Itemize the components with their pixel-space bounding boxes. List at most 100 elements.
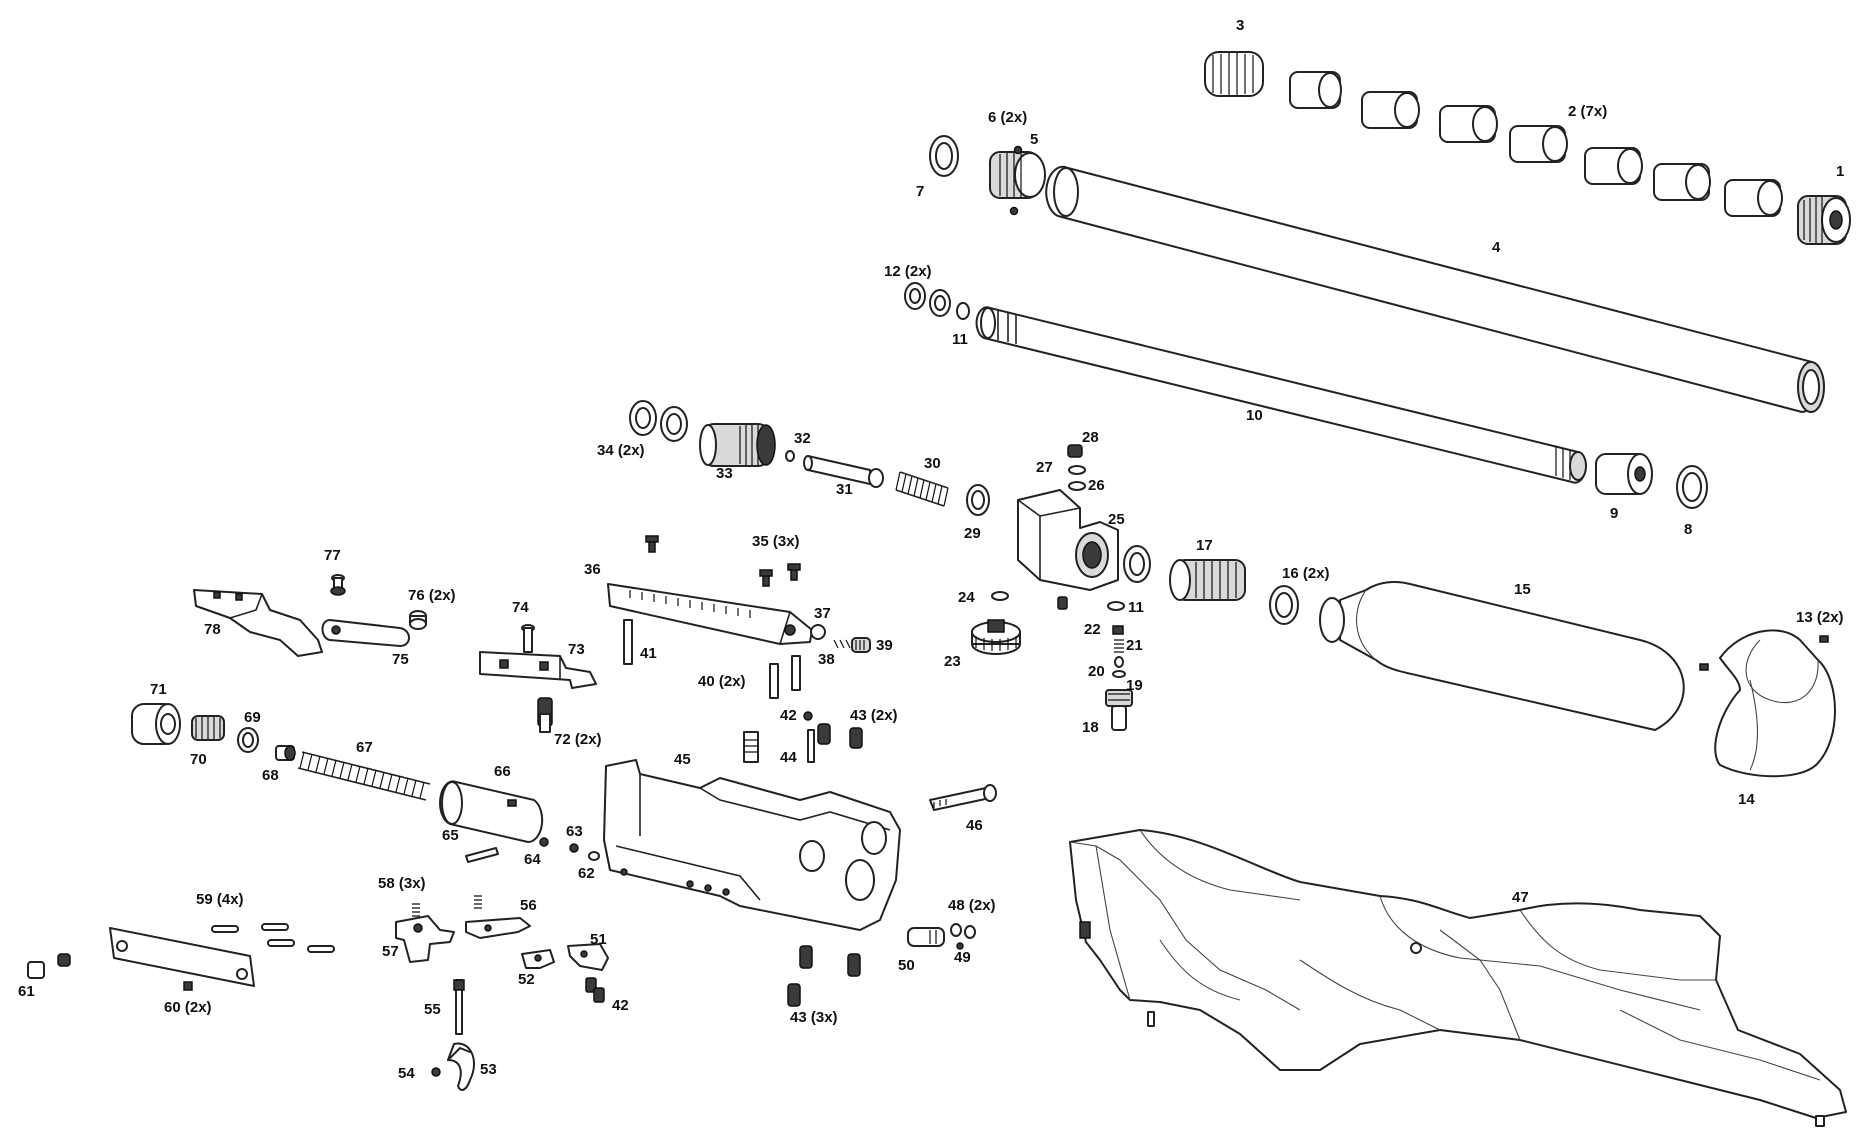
part-53-trigger (447, 1042, 475, 1091)
part-27-washer (1068, 465, 1086, 475)
callout-56: 56 (520, 897, 537, 914)
callout-15: 15 (1514, 581, 1531, 598)
part-14-butt-cap (1714, 629, 1836, 778)
part-59-pins (211, 923, 335, 953)
part-25-valve-block (1017, 489, 1119, 591)
part-29-washer (966, 484, 990, 516)
part-55-pin (453, 979, 465, 1035)
callout-28: 28 (1082, 429, 1099, 446)
part-52-catch (521, 949, 555, 969)
callout-52: 52 (518, 971, 535, 988)
part-70-nut (191, 715, 225, 741)
callout-55: 55 (424, 1001, 441, 1018)
part-18-fill-valve (1105, 689, 1133, 731)
callout-37: 37 (814, 605, 831, 622)
part-20-pin (1114, 656, 1124, 668)
callout-42-top: 42 (780, 707, 797, 724)
callout-66: 66 (494, 763, 511, 780)
callout-67: 67 (356, 739, 373, 756)
callout-76: 76 (2x) (408, 587, 456, 604)
part-19-oring (1112, 670, 1126, 678)
part-73-sear-housing (479, 651, 597, 689)
part-6-screw (1013, 145, 1023, 155)
callout-59: 59 (4x) (196, 891, 244, 908)
callout-35: 35 (3x) (752, 533, 800, 550)
part-33-valve-body (699, 423, 776, 467)
callout-18: 18 (1082, 719, 1099, 736)
callout-7: 7 (916, 183, 924, 200)
callout-10: 10 (1246, 407, 1263, 424)
part-43-set-screws-top (817, 723, 863, 749)
callout-5: 5 (1030, 131, 1038, 148)
callout-labels: 3 2 (7x) 1 6 (2x) 5 7 4 12 (2x) 11 10 9 … (18, 17, 1844, 1082)
part-7-washer (929, 135, 959, 177)
part-45-receiver (603, 759, 901, 931)
part-74-screw (521, 624, 535, 653)
part-69-washer (237, 727, 259, 753)
part-small-screw-25 (1057, 596, 1068, 610)
part-11-oring-lower (1107, 601, 1125, 611)
callout-64: 64 (524, 851, 541, 868)
callout-71: 71 (150, 681, 167, 698)
callout-3: 3 (1236, 17, 1244, 34)
callout-34: 34 (2x) (597, 442, 645, 459)
part-57-sear (395, 915, 455, 963)
callout-31: 31 (836, 481, 853, 498)
part-64-ball (539, 837, 549, 847)
callout-65: 65 (442, 827, 459, 844)
callout-43-top: 43 (2x) (850, 707, 898, 724)
callout-54: 54 (398, 1065, 415, 1082)
part-78-lever (193, 589, 323, 657)
part-56-lever (465, 917, 531, 939)
part-1-end-cap (1797, 195, 1851, 245)
callout-49: 49 (954, 949, 971, 966)
part-67-hammer-spring (297, 751, 431, 801)
callout-30: 30 (924, 455, 941, 472)
callout-62: 62 (578, 865, 595, 882)
callout-70: 70 (190, 751, 207, 768)
callout-6: 6 (2x) (988, 109, 1027, 126)
callout-78: 78 (204, 621, 221, 638)
callout-60: 60 (2x) (164, 999, 212, 1016)
part-trigger-side-plate (109, 927, 255, 987)
callout-24: 24 (958, 589, 975, 606)
part-63-ball (569, 843, 579, 853)
part-54-screw (431, 1067, 441, 1077)
callout-44: 44 (780, 749, 797, 766)
part-23-knob (971, 619, 1021, 655)
part-35-screws (645, 535, 801, 587)
callout-19: 19 (1126, 677, 1143, 694)
callout-68: 68 (262, 767, 279, 784)
callout-41: 41 (640, 645, 657, 662)
callout-47: 47 (1512, 889, 1529, 906)
callout-43-bottom: 43 (3x) (790, 1009, 838, 1026)
callout-57: 57 (382, 943, 399, 960)
part-2-baffles (1289, 71, 1783, 217)
part-77-screw (330, 574, 346, 596)
callout-42-bottom: 42 (612, 997, 629, 1014)
part-71-cap (131, 703, 181, 745)
part-5-shroud-cap (989, 145, 1046, 216)
callout-72: 72 (2x) (554, 731, 602, 748)
callout-69: 69 (244, 709, 261, 726)
callout-21: 21 (1126, 637, 1143, 654)
callout-61: 61 (18, 983, 35, 1000)
callout-8: 8 (1684, 521, 1692, 538)
part-8-washer (1676, 465, 1708, 509)
callout-2: 2 (7x) (1568, 103, 1607, 120)
part-10-barrel (975, 306, 1587, 484)
callout-11-lower: 11 (1128, 599, 1144, 616)
callout-50: 50 (898, 957, 915, 974)
part-24-oring (991, 591, 1009, 601)
part-60-screws (183, 981, 193, 991)
part-62-pin (588, 851, 600, 861)
part-68-guide (275, 745, 296, 761)
callout-17: 17 (1196, 537, 1213, 554)
part-26-washer (1068, 481, 1086, 491)
part-48-washers (950, 923, 976, 939)
callout-74: 74 (512, 599, 529, 616)
callout-63: 63 (566, 823, 583, 840)
callout-20: 20 (1088, 663, 1105, 680)
part-38-ball (810, 624, 826, 640)
